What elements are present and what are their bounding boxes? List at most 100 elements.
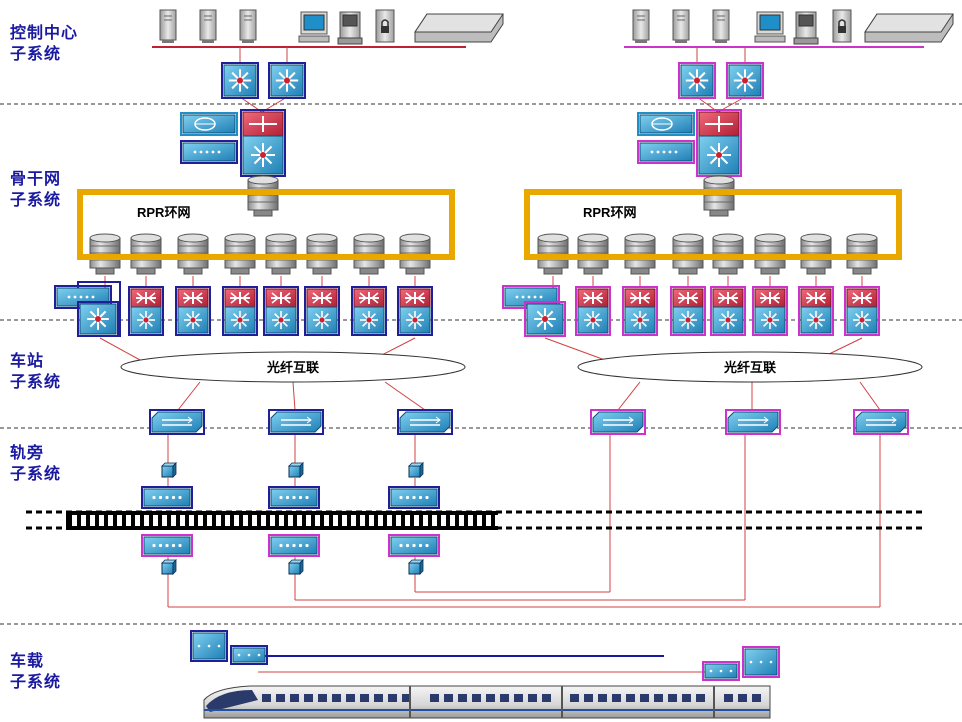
onboard-switch-right — [702, 661, 740, 681]
control-server-left-1 — [159, 9, 177, 43]
firewall-right — [637, 112, 695, 136]
access-module-left — [180, 140, 238, 164]
track-sleeper — [486, 515, 491, 526]
track-sleeper — [387, 515, 392, 526]
track-sleeper — [153, 515, 158, 526]
rpr-ring-left-label: RPR环网 — [137, 205, 190, 220]
track-sleeper — [324, 515, 329, 526]
rpr-node-right-1 — [537, 233, 569, 275]
core-switch-left-1 — [221, 62, 259, 99]
link-fiber-edge-right-3 — [859, 381, 881, 411]
track-sleeper — [396, 515, 401, 526]
onboard-unit-right — [742, 646, 780, 678]
station-router-right-2 — [622, 286, 658, 336]
train-window — [472, 694, 481, 702]
onboard-devices — [190, 630, 780, 681]
track-sleeper — [108, 515, 113, 526]
trackside-ap-lower-1 — [141, 534, 193, 557]
label-backbone: 骨干网 子系统 — [10, 168, 61, 210]
label-station-line1: 车站 — [10, 351, 45, 370]
link-fiber-edge-right-1 — [617, 381, 641, 411]
train-window — [318, 694, 327, 702]
train-window — [402, 694, 411, 702]
label-trackside-line2: 子系统 — [10, 464, 62, 483]
train-window — [640, 694, 649, 702]
label-onboard: 车载 子系统 — [10, 650, 61, 692]
rpr-node-left-3 — [177, 233, 209, 275]
train-window — [570, 694, 579, 702]
link-fiber-edge-left-3 — [384, 381, 426, 411]
track-sleeper — [306, 515, 311, 526]
train-window — [458, 694, 467, 702]
train-window — [332, 694, 341, 702]
rpr-node-left-2 — [130, 233, 162, 275]
train-window — [528, 694, 537, 702]
station-router-right-6 — [798, 286, 834, 336]
trackside-node-lower-2 — [288, 559, 304, 575]
track-sleeper — [432, 515, 437, 526]
label-control-line1: 控制中心 — [10, 23, 79, 42]
track-sleeper — [189, 515, 194, 526]
track-sleepers — [72, 515, 500, 526]
rpr-ring-right — [524, 189, 902, 260]
control-workstation-left — [298, 11, 330, 43]
track-sleeper — [414, 515, 419, 526]
train-nose-window — [206, 690, 258, 712]
rpr-node-left-4 — [224, 233, 256, 275]
rpr-node-left-8 — [399, 233, 431, 275]
network-links — [99, 47, 881, 608]
label-station: 车站 子系统 — [10, 350, 61, 392]
edge-switch-right-2 — [725, 409, 781, 435]
train-window — [724, 694, 733, 702]
control-storage-right — [864, 13, 954, 43]
control-server-right-3 — [712, 9, 730, 43]
edge-switch-right-3 — [853, 409, 909, 435]
track-sleeper — [495, 515, 500, 526]
label-trackside-line1: 轨旁 — [10, 443, 45, 462]
train-window — [346, 694, 355, 702]
track-sleeper — [342, 515, 347, 526]
track-sleeper — [81, 515, 86, 526]
link-station-fiber-right-a — [544, 337, 606, 361]
track-sleeper — [162, 515, 167, 526]
train-window — [682, 694, 691, 702]
track-sleeper — [351, 515, 356, 526]
train-window — [514, 694, 523, 702]
station-switch-right-0 — [524, 301, 566, 337]
train — [203, 685, 771, 719]
label-onboard-line2: 子系统 — [10, 672, 62, 691]
fiber-interconnect-right-label: 光纤互联 — [723, 360, 776, 376]
label-backbone-line1: 骨干网 — [10, 169, 62, 188]
control-server-right-2 — [672, 9, 690, 43]
access-module-right — [637, 140, 695, 164]
control-server-right-1 — [632, 9, 650, 43]
track-sleeper — [378, 515, 383, 526]
rpr-node-left-core — [247, 175, 279, 217]
rpr-node-right-7 — [800, 233, 832, 275]
station-switch-left-0 — [77, 301, 119, 337]
trackside-ap-upper-3 — [388, 486, 440, 509]
track-sleeper — [423, 515, 428, 526]
link-station-fiber-left-a — [99, 337, 141, 361]
track-sleeper — [279, 515, 284, 526]
train-window — [486, 694, 495, 702]
track-sleeper — [99, 515, 104, 526]
track-sleeper — [126, 515, 131, 526]
rpr-ring-left — [77, 189, 455, 260]
track-sleeper — [459, 515, 464, 526]
train-windows — [262, 694, 761, 702]
train-window — [360, 694, 369, 702]
track-sleeper — [441, 515, 446, 526]
core-router-left — [240, 109, 286, 177]
label-station-line2: 子系统 — [10, 372, 62, 391]
station-router-left-5 — [304, 286, 340, 336]
trackside-ap-upper-2 — [268, 486, 320, 509]
train-window — [626, 694, 635, 702]
station-router-left-6 — [351, 286, 387, 336]
network-devices — [54, 62, 909, 575]
rpr-node-right-6 — [754, 233, 786, 275]
track-sleeper — [450, 515, 455, 526]
fiber-interconnect-right — [577, 351, 923, 383]
onboard-switch-left — [230, 645, 268, 665]
